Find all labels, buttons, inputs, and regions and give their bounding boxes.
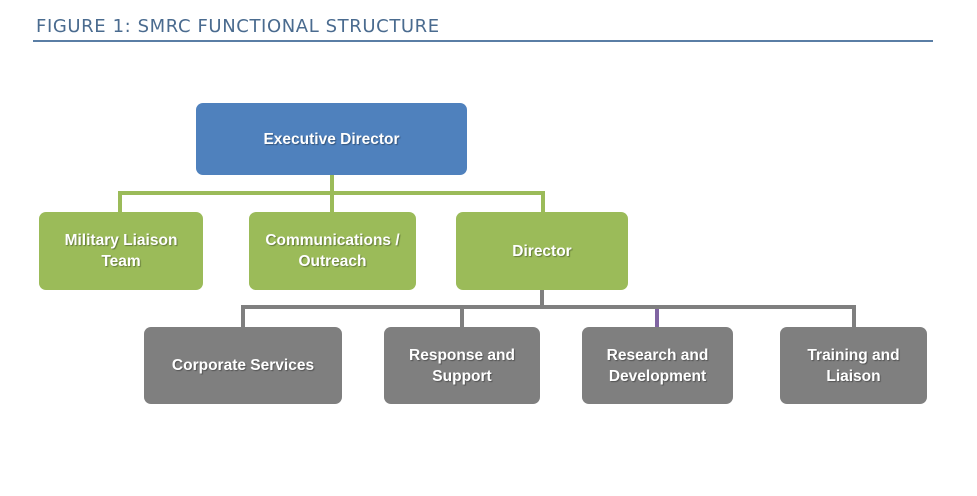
connector-level3-horizontal — [241, 305, 856, 309]
org-node-director: Director — [456, 212, 628, 290]
org-node-corporate-services: Corporate Services — [144, 327, 342, 404]
connector-executive-down — [330, 175, 334, 195]
org-node-military-liaison-team: Military Liaison Team — [39, 212, 203, 290]
org-node-training-and-liaison: Training and Liaison — [780, 327, 927, 404]
node-label-line1: Research and — [606, 346, 709, 364]
connector-director-down — [540, 290, 544, 309]
node-label: Executive Director — [263, 130, 400, 148]
figure-title: FIGURE 1: SMRC FUNCTIONAL STRUCTURE — [36, 16, 440, 37]
org-node-response-and-support: Response and Support — [384, 327, 540, 404]
node-label-line2: Support — [432, 367, 492, 385]
node-label-line2: Outreach — [298, 253, 367, 270]
connector-to-response-support — [460, 305, 464, 327]
org-node-communications-outreach: Communications / Outreach — [249, 212, 416, 290]
org-node-research-and-development: Research and Development — [582, 327, 733, 404]
node-label-line2: Team — [101, 253, 141, 270]
node-label-line1: Communications / — [265, 232, 400, 249]
connector-to-military-liaison — [118, 191, 122, 212]
connector-to-communications — [330, 191, 334, 212]
node-label-line2: Development — [608, 367, 707, 385]
node-label: Director — [512, 242, 572, 260]
org-node-executive-director: Executive Director — [196, 103, 467, 175]
node-label-line2: Liaison — [826, 367, 881, 385]
connector-to-director — [541, 191, 545, 212]
title-underline — [33, 40, 933, 42]
connector-to-corporate-services — [241, 305, 245, 327]
node-label: Corporate Services — [171, 357, 315, 374]
node-label-line1: Response and — [409, 346, 515, 364]
connector-to-training-liaison — [852, 305, 856, 327]
node-label-line1: Training and — [807, 346, 900, 364]
node-label-line1: Military Liaison — [64, 232, 178, 249]
connector-to-research-development — [655, 309, 659, 327]
